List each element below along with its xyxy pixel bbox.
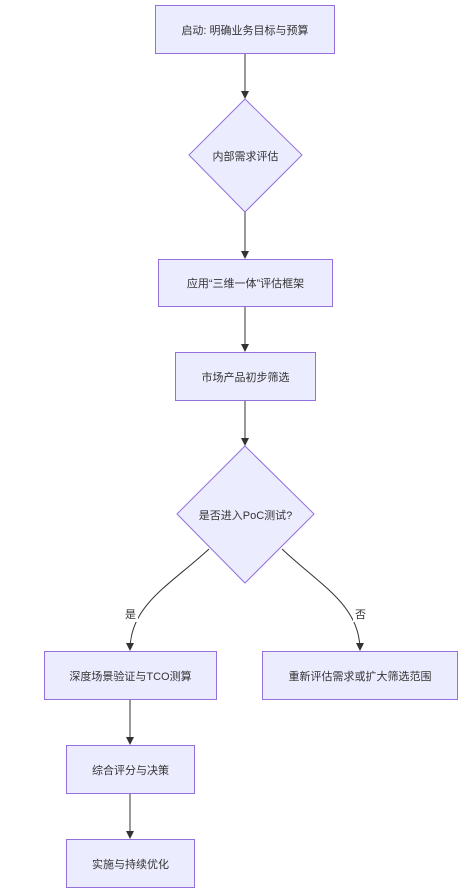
node-framework-label: 应用“三维一体”评估框架 [186,278,305,290]
node-start-label: 启动: 明确业务目标与预算 [181,24,309,37]
edge-poc-decision-to-deep-validation [126,548,210,651]
node-framework: 应用“三维一体”评估框架 [158,259,333,307]
node-poc-decision-label: 是否进入PoC测试? [198,509,293,522]
node-screening: 市场产品初步筛选 [175,352,316,401]
node-reevaluate: 重新评估需求或扩大筛选范围 [262,651,458,700]
node-implement-label: 实施与持续优化 [92,858,169,871]
node-internal-needs-label: 内部需求评估 [212,150,279,163]
node-poc-decision: 是否进入PoC测试? [177,446,314,583]
diamond-shape-poc-decision [176,445,315,584]
edge-label-yes: 是 [123,608,138,622]
node-start: 启动: 明确业务目标与预算 [155,5,335,54]
edge-poc-decision-to-reevaluate [281,548,364,651]
node-scoring-label: 综合评分与决策 [92,764,169,777]
node-deep-validation-label: 深度场景验证与TCO测算 [69,670,192,683]
node-implement: 实施与持续优化 [66,839,195,888]
node-scoring: 综合评分与决策 [66,745,195,794]
node-deep-validation: 深度场景验证与TCO测算 [44,651,217,700]
node-internal-needs: 内部需求评估 [189,99,302,212]
node-screening-label: 市场产品初步筛选 [201,371,290,384]
node-reevaluate-label: 重新评估需求或扩大筛选范围 [288,670,432,683]
edge-label-no: 否 [353,608,368,622]
